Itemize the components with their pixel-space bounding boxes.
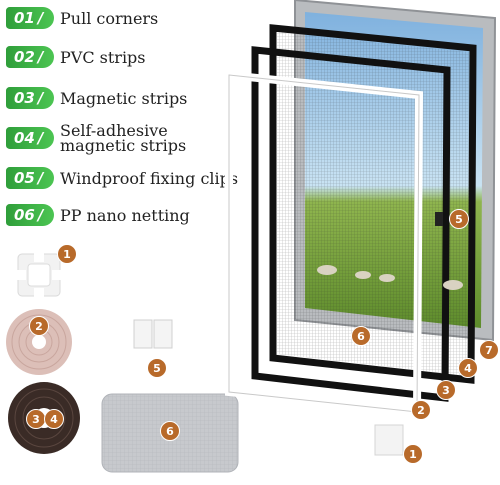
frame-badge: 2	[411, 400, 431, 420]
frame-badge: 5	[449, 209, 469, 229]
frame-badge: 1	[403, 444, 423, 464]
legend-number-badge: 05/	[6, 167, 54, 189]
legend-number-badge: 04/	[6, 127, 54, 149]
legend-label: Magnetic strips	[60, 88, 188, 108]
legend-number-badge: 03/	[6, 87, 54, 109]
fixing-clip-piece	[133, 319, 173, 349]
part-badge: 1	[57, 244, 77, 264]
pvc-strip-roll	[6, 309, 72, 375]
part-badge: 3	[26, 409, 46, 429]
legend-item-02: 02/ PVC strips	[6, 44, 146, 70]
legend-label: PP nano netting	[60, 205, 190, 225]
screen-frames-illustration	[225, 0, 497, 456]
frame-badge: 3	[436, 380, 456, 400]
legend-item-01: 01/ Pull corners	[6, 5, 158, 31]
legend-label: Pull corners	[60, 8, 159, 28]
part-badge: 5	[147, 358, 167, 378]
frame-badge: 4	[458, 358, 478, 378]
legend-label: PVC strips	[60, 47, 146, 67]
frame-badge: 7	[479, 340, 499, 360]
legend-label: Self-adhesive magnetic strips	[60, 121, 187, 155]
legend-number-badge: 02/	[6, 46, 54, 68]
legend-item-04: 04/ Self-adhesive magnetic strips	[6, 120, 210, 156]
legend-item-05: 05/ Windproof fixing clips	[6, 165, 238, 191]
part-badge: 4	[44, 409, 64, 429]
legend-number-badge: 01/	[6, 7, 54, 29]
legend-item-06: 06/ PP nano netting	[6, 202, 190, 228]
frame-badge: 6	[351, 326, 371, 346]
pull-corner-piece	[14, 250, 64, 300]
legend-label: Windproof fixing clips	[60, 168, 239, 188]
legend-item-03: 03/ Magnetic strips	[6, 85, 187, 111]
legend-number-badge: 06/	[6, 204, 54, 226]
part-badge: 2	[29, 316, 49, 336]
part-badge: 6	[160, 421, 180, 441]
